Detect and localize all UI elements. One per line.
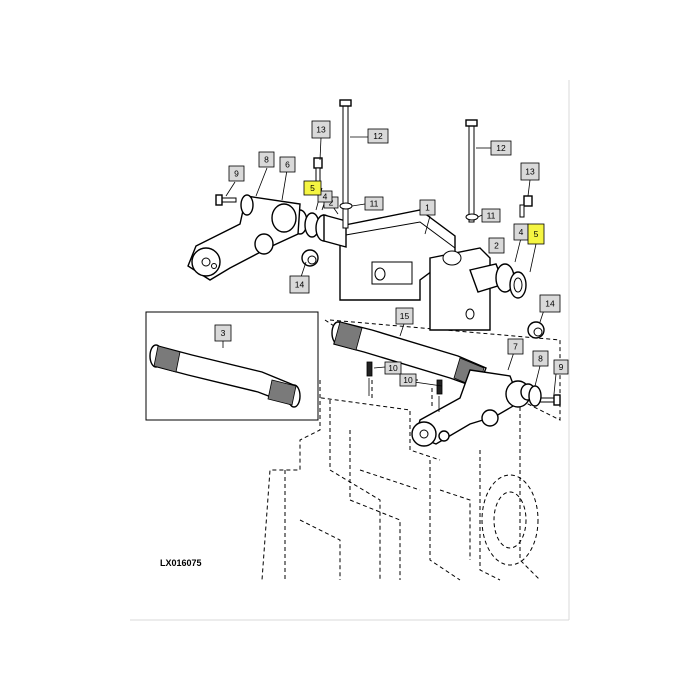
callout-7: 7 bbox=[507, 338, 524, 355]
svg-text:14: 14 bbox=[545, 299, 555, 309]
washer-8-right bbox=[528, 385, 542, 407]
callout-14-left: 14 bbox=[289, 275, 310, 294]
callout-12-right: 12 bbox=[490, 140, 512, 156]
shaft-3 bbox=[149, 344, 301, 408]
svg-text:10: 10 bbox=[403, 375, 413, 385]
bolt-12-right bbox=[465, 119, 478, 223]
washer-8-left bbox=[240, 194, 254, 216]
svg-text:8: 8 bbox=[264, 155, 269, 165]
bolt-12-left bbox=[339, 99, 352, 229]
cap-14-right bbox=[527, 321, 545, 339]
callout-9-right: 9 bbox=[553, 359, 569, 375]
svg-text:9: 9 bbox=[559, 362, 564, 372]
callout-6: 6 bbox=[279, 156, 296, 173]
callout-1: 1 bbox=[419, 199, 436, 216]
svg-text:8: 8 bbox=[538, 354, 543, 364]
pin-10-right bbox=[436, 379, 443, 412]
callout-14-right: 14 bbox=[539, 294, 561, 313]
svg-text:12: 12 bbox=[496, 143, 506, 153]
svg-text:6: 6 bbox=[285, 160, 290, 170]
washer-11-left bbox=[339, 202, 353, 210]
callout-5-left: 5 bbox=[303, 180, 322, 196]
svg-text:11: 11 bbox=[370, 199, 379, 209]
svg-text:2: 2 bbox=[329, 198, 334, 208]
svg-text:14: 14 bbox=[295, 280, 305, 290]
svg-text:11: 11 bbox=[487, 211, 496, 221]
svg-text:4: 4 bbox=[323, 192, 328, 202]
bolt-9-right bbox=[539, 394, 561, 406]
callout-10-right: 10 bbox=[399, 373, 417, 387]
svg-text:3: 3 bbox=[221, 328, 226, 338]
svg-text:7: 7 bbox=[513, 342, 518, 352]
svg-text:12: 12 bbox=[373, 131, 383, 141]
lift-housing bbox=[339, 209, 491, 331]
callout-11-left: 11 bbox=[364, 196, 384, 211]
svg-text:5: 5 bbox=[534, 229, 539, 239]
right-lift-arm bbox=[411, 369, 536, 447]
fitting-13-left bbox=[313, 157, 323, 183]
callout-12-left: 12 bbox=[367, 128, 389, 144]
washer-11-right bbox=[465, 213, 479, 221]
fitting-13-right bbox=[519, 195, 533, 218]
callout-13-right: 13 bbox=[520, 162, 540, 181]
callout-2-right: 2 bbox=[488, 237, 505, 254]
left-lift-arm bbox=[187, 195, 301, 281]
callout-4-left: 4 bbox=[317, 190, 333, 203]
callout-10-left: 10 bbox=[384, 361, 402, 375]
callout-5-right: 5 bbox=[527, 223, 545, 245]
right-seal-pack bbox=[469, 263, 527, 299]
svg-text:15: 15 bbox=[400, 311, 410, 321]
callout-13-left: 13 bbox=[311, 120, 331, 139]
svg-text:4: 4 bbox=[519, 227, 524, 237]
cap-14-left bbox=[301, 249, 319, 267]
callout-3: 3 bbox=[214, 324, 232, 342]
pin-10-left bbox=[366, 361, 373, 396]
callout-4-right: 4 bbox=[513, 223, 529, 241]
svg-text:9: 9 bbox=[234, 169, 239, 179]
svg-text:13: 13 bbox=[525, 167, 535, 177]
svg-text:5: 5 bbox=[310, 183, 315, 193]
svg-text:10: 10 bbox=[388, 363, 398, 373]
svg-text:2: 2 bbox=[494, 241, 499, 251]
svg-text:13: 13 bbox=[316, 125, 326, 135]
bolt-9-left bbox=[215, 194, 237, 206]
callout-15: 15 bbox=[395, 307, 414, 325]
drawing-code: LX016075 bbox=[160, 558, 202, 568]
callout-8-left: 8 bbox=[258, 151, 275, 168]
callout-11-right: 11 bbox=[481, 208, 501, 223]
callout-9-left: 9 bbox=[228, 165, 245, 182]
callout-8-right: 8 bbox=[532, 350, 549, 367]
left-seal-pack bbox=[292, 209, 347, 248]
svg-text:1: 1 bbox=[425, 203, 430, 213]
